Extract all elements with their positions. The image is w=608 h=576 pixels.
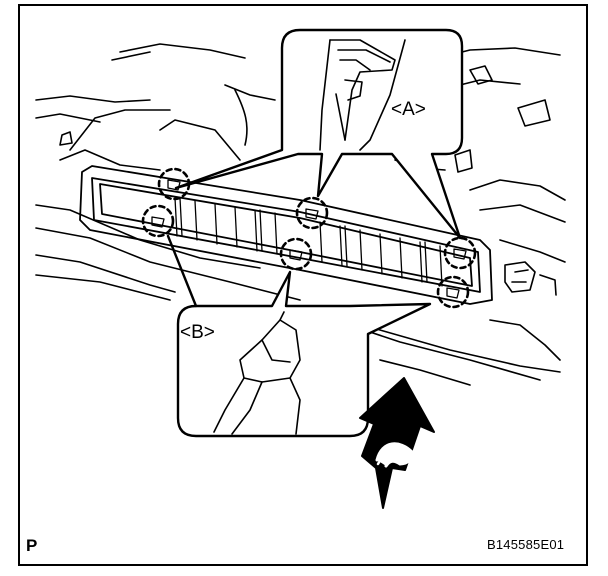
clip-shapes xyxy=(151,179,467,299)
figure-id: B145585E01 xyxy=(487,537,565,552)
clip-marker xyxy=(436,275,470,309)
callout-label-b: <B> xyxy=(180,322,215,343)
clip-detail-a xyxy=(319,39,406,151)
callout-label-a: <A> xyxy=(391,99,426,120)
callout-box-a xyxy=(174,28,464,240)
clip-detail-b xyxy=(213,311,301,435)
clip-marker xyxy=(443,236,477,270)
callout-box-b xyxy=(166,234,432,438)
grille-panel xyxy=(79,165,493,305)
upward-hooked-arrow-icon xyxy=(359,377,435,509)
corner-letter: P xyxy=(26,536,38,555)
clip-marker xyxy=(279,237,313,271)
grille-slots xyxy=(174,197,443,287)
figure-frame xyxy=(18,4,588,566)
clip-marker xyxy=(141,204,175,238)
clip-marker xyxy=(295,196,329,230)
